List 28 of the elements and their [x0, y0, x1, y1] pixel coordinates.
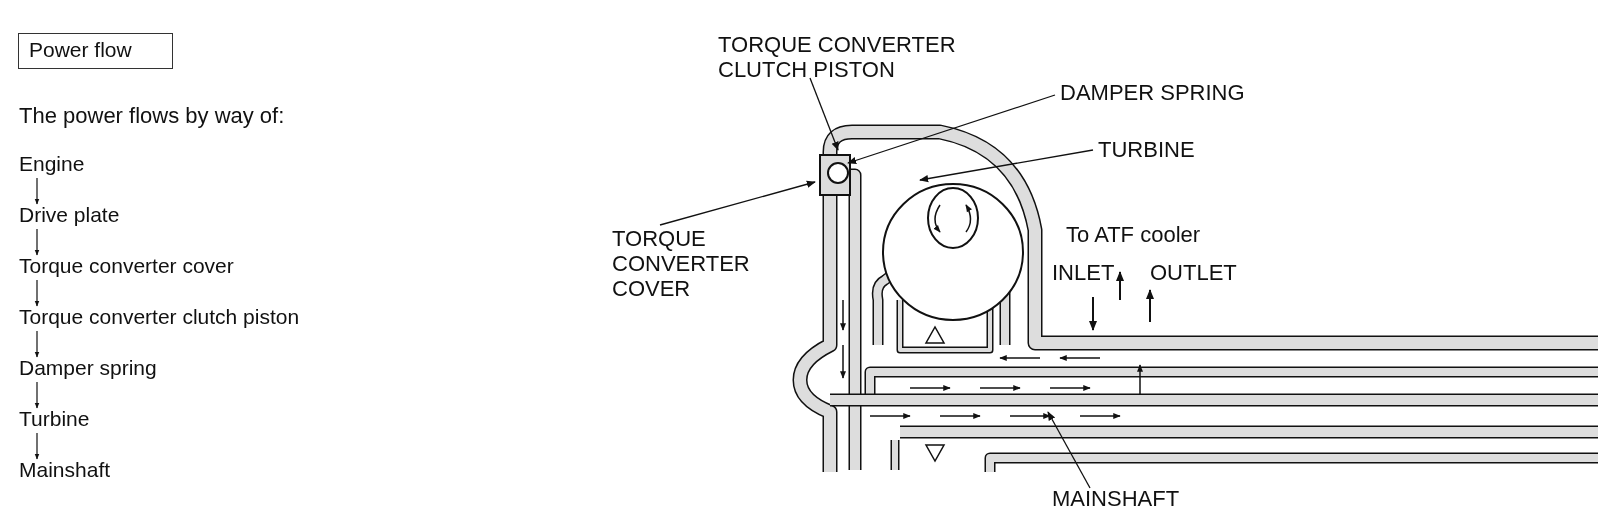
- intro-text: The power flows by way of:: [19, 103, 285, 128]
- flow-step-text: Engine: [19, 152, 85, 176]
- arrow: [34, 228, 40, 256]
- arrow: [34, 279, 40, 307]
- section-heading: Power flow: [18, 33, 173, 69]
- part-label: TORQUE CONVERTER CLUTCH PISTON: [718, 32, 1018, 82]
- part-label: MAINSHAFT: [1052, 486, 1180, 511]
- leader-line: [809, 77, 839, 151]
- port-label: OUTLET: [1150, 260, 1237, 285]
- leader-line: [1047, 411, 1091, 489]
- leader-line: [659, 180, 816, 226]
- flow-step-text: Torque converter clutch piston: [19, 305, 300, 329]
- flow-step-text: Damper spring: [19, 356, 157, 380]
- arrow: [34, 432, 40, 460]
- part-label: TORQUE CONVERTER COVER: [612, 226, 782, 301]
- leader-line: [919, 149, 1094, 183]
- arrow: [34, 381, 40, 409]
- part-label: TURBINE: [1098, 137, 1195, 162]
- leader-line: [847, 94, 1056, 164]
- port-label: INLET: [1052, 260, 1115, 285]
- arrow: [34, 177, 40, 205]
- flow-step-text: Mainshaft: [19, 458, 111, 482]
- flow-step-text: Drive plate: [19, 203, 120, 227]
- note-text: To ATF cooler: [1066, 222, 1201, 247]
- flow-step-text: Torque converter cover: [19, 254, 234, 278]
- arrow: [34, 330, 40, 358]
- flow-step-text: Turbine: [19, 407, 90, 431]
- part-label: DAMPER SPRING: [1060, 80, 1245, 105]
